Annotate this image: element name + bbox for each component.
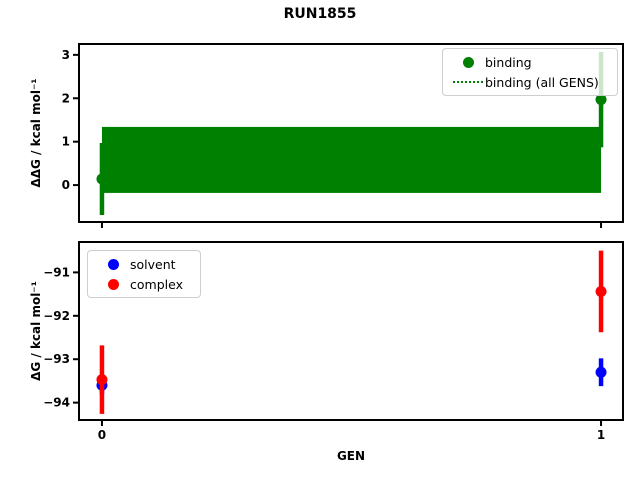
chart-title: RUN1855: [283, 6, 357, 22]
solvent-point: [595, 366, 607, 378]
legend-entry-binding: binding: [451, 53, 609, 71]
y-tick-label: −91: [43, 265, 70, 279]
binding-point: [595, 94, 607, 106]
legend-solvent-complex: solvent complex: [87, 250, 201, 298]
binding-dot-icon: [462, 56, 474, 68]
legend-entry-complex: complex: [96, 275, 192, 293]
legend-marker-cell: [96, 258, 130, 270]
x-tick-label: 1: [597, 428, 605, 442]
y-tick-label: 3: [62, 48, 70, 62]
legend-label-binding: binding: [485, 54, 532, 70]
y-tick-label: −93: [43, 352, 70, 366]
confidence-band: [101, 126, 602, 193]
complex-point: [96, 374, 108, 386]
legend-marker-cell: [96, 278, 130, 290]
legend-entry-binding-all-gens: binding (all GENS): [451, 73, 609, 91]
complex-dot-icon: [107, 278, 119, 290]
legend-entry-solvent: solvent: [96, 255, 192, 273]
y-tick-label: 2: [62, 91, 70, 105]
legend-label-complex: complex: [130, 276, 183, 292]
complex-point: [595, 285, 607, 297]
ylabel-ddg: ΔΔG / kcal mol⁻¹: [29, 78, 43, 188]
legend-binding: binding binding (all GENS): [442, 48, 618, 96]
solvent-dot-icon: [107, 258, 119, 270]
legend-label-solvent: solvent: [130, 256, 176, 272]
dotted-line-icon: [453, 81, 483, 83]
y-tick-label: 0: [62, 178, 70, 192]
y-tick-label: 1: [62, 135, 70, 149]
legend-marker-cell: [451, 81, 485, 83]
y-tick-label: −92: [43, 309, 70, 323]
x-tick-label: 0: [98, 428, 106, 442]
axes-spine: [78, 43, 624, 223]
legend-marker-cell: [451, 56, 485, 68]
xlabel-gen: GEN: [336, 449, 366, 463]
ylabel-dg: ΔG / kcal mol⁻¹: [29, 281, 43, 381]
legend-label-binding-all-gens: binding (all GENS): [485, 74, 599, 90]
y-tick-label: −94: [43, 396, 70, 410]
axes-spine: [78, 241, 624, 421]
binding-point: [96, 173, 108, 185]
